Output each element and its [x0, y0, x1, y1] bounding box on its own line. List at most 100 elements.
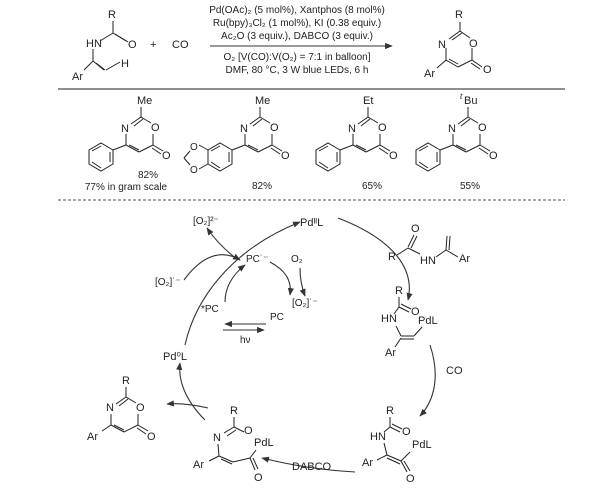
atom-r: R: [386, 405, 394, 417]
atom-o: O: [151, 122, 160, 134]
condition-solvent-temp: DMF, 80 °C, 3 W blue LEDs, 6 h: [226, 65, 369, 76]
atom-o: O: [190, 165, 198, 176]
atom-o: O: [128, 39, 137, 51]
atom-o: O: [469, 38, 478, 50]
atom-o: O: [244, 425, 253, 437]
atom-bu: Bu: [464, 95, 477, 107]
n-pd-intermediate: R O N PdL O Ar: [193, 405, 274, 484]
pd-0-catalyst: Pd⁰L: [163, 351, 187, 363]
atom-n: N: [348, 123, 356, 135]
atom-n: N: [240, 123, 248, 135]
co-input: CO: [446, 365, 463, 377]
atom-ar: Ar: [72, 71, 83, 83]
atom-n: N: [213, 432, 221, 444]
product-oxazinone: R N O O Ar: [424, 9, 492, 80]
atom-n: N: [448, 123, 456, 135]
atom-hn: HN: [86, 38, 102, 50]
example-yield: 55%: [460, 181, 480, 192]
atom-hn: HN: [381, 313, 397, 325]
atom-ar: Ar: [362, 457, 373, 469]
atom-t-prefix: t: [460, 92, 463, 101]
oxygen: O₂: [291, 254, 303, 265]
co-reagent: CO: [172, 39, 189, 51]
atom-n: N: [438, 39, 446, 51]
cycle-arrow-co-insertion: [419, 344, 436, 417]
enamide-substrate: O R HN Ar: [388, 223, 470, 267]
atom-o: O: [162, 150, 171, 162]
atom-r: R: [108, 9, 116, 21]
atom-me: Me: [255, 95, 270, 107]
acyl-pd-intermediate: R O HN PdL O Ar: [362, 405, 432, 485]
atom-r: R: [230, 405, 238, 417]
atom-pdl: PdL: [418, 315, 438, 327]
example-yield: 82%: [138, 170, 158, 181]
reduced-photocatalyst: PC˙⁻: [246, 254, 269, 265]
cycle-arrow-reductive-elimination: [176, 362, 206, 421]
atom-o: O: [478, 122, 487, 134]
reaction-conditions: Pd(OAc)₂ (5 mol%), Xantphos (8 mol%) Ru(…: [209, 5, 393, 76]
vinyl-pd-intermediate: R O HN PdL Ar: [381, 285, 438, 359]
atom-ar: Ar: [193, 459, 204, 471]
cycle-arrow-coordination: [337, 217, 413, 301]
atom-o: O: [281, 150, 290, 162]
atom-r: R: [455, 9, 463, 21]
plus-sign: +: [150, 39, 156, 51]
excited-photocatalyst: *PC: [201, 304, 219, 315]
atom-hn: HN: [420, 255, 436, 267]
cycle-arrow-dabco: [261, 456, 356, 473]
atom-o: O: [147, 431, 156, 443]
superoxide-left: [O₂]˙⁻: [155, 277, 181, 288]
atom-pdl: PdL: [254, 437, 274, 449]
example-yield: 65%: [362, 181, 382, 192]
cycle-arrow-reoxidation: [184, 221, 301, 346]
example-note: 77% in gram scale: [85, 182, 168, 193]
condition-photocatalyst: Ru(bpy)₃Cl₂ (1 mol%), KI (0.38 equiv.): [213, 18, 381, 29]
pd-ii-catalyst: PdᴵᴵL: [300, 217, 323, 229]
atom-o: O: [406, 473, 415, 485]
atom-r: R: [122, 375, 130, 387]
atom-n: N: [106, 402, 114, 414]
ground-photocatalyst: PC: [270, 312, 284, 323]
atom-o: O: [411, 223, 420, 235]
atom-o: O: [254, 472, 263, 484]
atom-r: R: [395, 285, 403, 297]
example-yield: 82%: [252, 181, 272, 192]
example-ethyl: Et N O O 65%: [315, 95, 398, 192]
atom-r: R: [388, 251, 396, 263]
starting-enamide: R O HN H Ar: [72, 9, 137, 83]
atom-o: O: [411, 306, 420, 318]
atom-ar: Ar: [87, 431, 98, 443]
atom-o: O: [190, 142, 198, 153]
atom-o: O: [270, 122, 279, 134]
atom-o: O: [483, 64, 492, 76]
atom-pdl: PdL: [412, 439, 432, 451]
light-hv: hν: [240, 335, 251, 346]
condition-catalysts: Pd(OAc)₂ (5 mol%), Xantphos (8 mol%): [209, 5, 385, 16]
arrow-to-peroxide: [206, 227, 239, 261]
atom-hn: HN: [370, 431, 386, 443]
atom-o: O: [389, 150, 398, 162]
example-phenyl: Me N O O 82% 77% in gram scale: [85, 95, 171, 193]
condition-additives: Ac₂O (3 equiv.), DABCO (3 equiv.): [221, 31, 373, 42]
example-benzodioxole: Me N O O O O 82%: [183, 95, 290, 192]
atom-ar: Ar: [385, 347, 396, 359]
atom-o: O: [378, 122, 387, 134]
arrow-pc-star-to-pc-minus: [224, 264, 246, 303]
condition-gas: O₂ [V(CO):V(O₂) = 7:1 in balloon]: [224, 52, 371, 63]
atom-et: Et: [363, 95, 373, 107]
atom-h: H: [121, 58, 129, 70]
arrow-superoxide-to-pc: [183, 253, 241, 281]
atom-o: O: [402, 426, 411, 438]
example-tert-butyl: t Bu N O O 55%: [415, 92, 498, 192]
peroxide-dianion: [O₂]²⁻: [193, 216, 219, 227]
arrow-pc-minus-to-pc: [269, 261, 294, 296]
atom-ar: Ar: [459, 253, 470, 265]
atom-me: Me: [137, 95, 152, 107]
arrow-o2-to-superoxide: [299, 267, 306, 297]
atom-o: O: [489, 150, 498, 162]
atom-n: N: [121, 123, 129, 135]
released-product: R N O O Ar: [87, 375, 156, 443]
atom-o: O: [136, 402, 145, 414]
cycle-arrow-product-release: [166, 400, 209, 409]
